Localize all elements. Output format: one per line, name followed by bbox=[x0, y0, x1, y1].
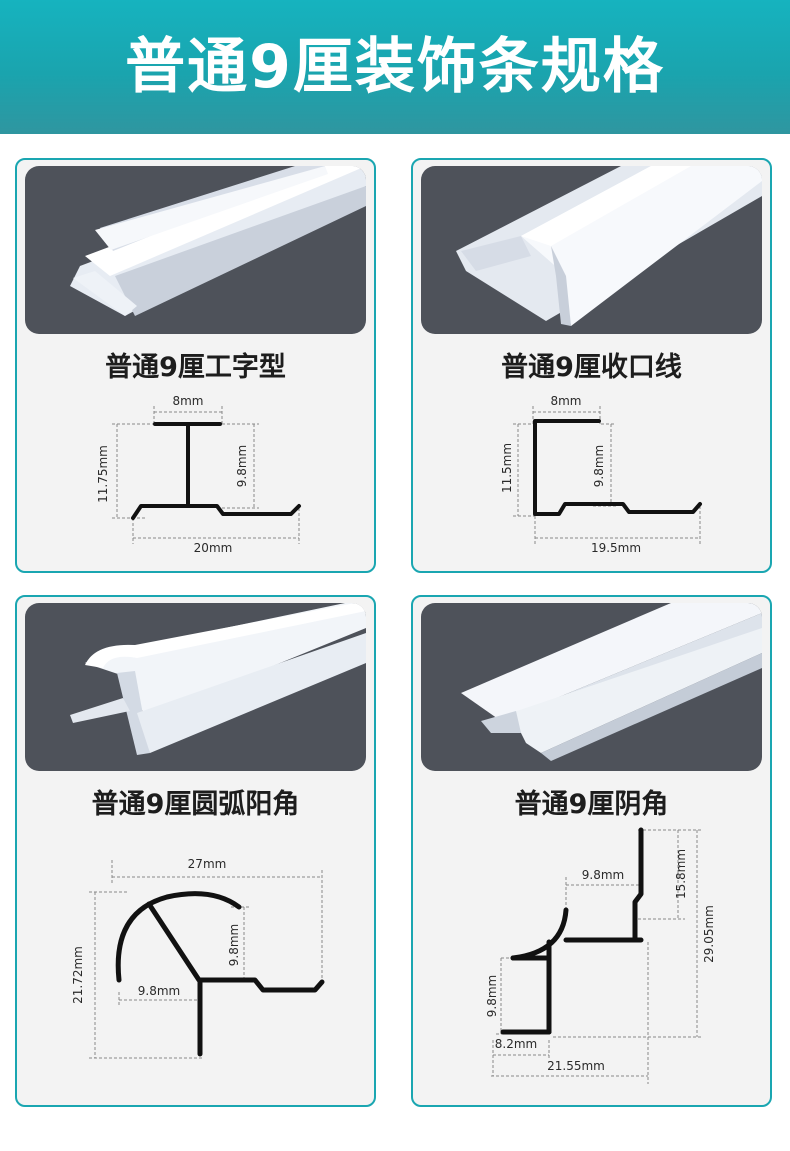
dim-total-width: 20mm bbox=[194, 541, 233, 555]
product-card-edge-trim: 普通9厘收口线 8mm 11.5mm 9.8mm 19.5mm bbox=[411, 158, 772, 573]
dim-top-width: 8mm bbox=[550, 394, 581, 408]
product-photo-round-outer-corner bbox=[25, 603, 366, 771]
cross-section-diagram: 27mm 21.72mm 9.8mm 9.8mm bbox=[71, 857, 325, 1059]
dim-lower-height: 9.8mm bbox=[485, 975, 499, 1017]
cross-section-diagram: 8mm 11.75mm 9.8mm 20mm bbox=[96, 394, 301, 555]
dim-inner-height: 9.8mm bbox=[227, 924, 241, 966]
dim-total-width: 19.5mm bbox=[591, 541, 641, 555]
product-card-i-beam: 普通9厘工字型 8mm 11.75mm 9.8mm 20mm bbox=[15, 158, 376, 573]
page-title: 普通9厘装饰条规格 bbox=[125, 32, 665, 102]
product-photo-inner-corner bbox=[421, 603, 762, 771]
dim-inner-height: 9.8mm bbox=[235, 445, 249, 487]
product-name: 普通9厘收口线 bbox=[501, 352, 682, 383]
dim-top-width: 9.8mm bbox=[582, 868, 624, 882]
dim-total-height: 29.05mm bbox=[702, 905, 716, 963]
dim-upper-height: 15.8mm bbox=[674, 849, 688, 899]
dim-base-width: 8.2mm bbox=[495, 1037, 537, 1051]
cross-section-diagram: 9.8mm 15.8mm 29.05mm 9.8mm 8.2mm 21.55mm bbox=[485, 827, 716, 1084]
product-photo-edge-trim bbox=[421, 166, 762, 334]
product-card-inner-corner: 普通9厘阴角 9.8mm 15.8mm 29.05 bbox=[411, 595, 772, 1107]
dim-height: 11.75mm bbox=[96, 445, 110, 503]
dim-total-width: 21.55mm bbox=[547, 1059, 605, 1073]
dim-top-width: 8mm bbox=[172, 394, 203, 408]
dim-inner-width: 9.8mm bbox=[138, 984, 180, 998]
product-name: 普通9厘阴角 bbox=[514, 789, 669, 820]
product-photo-i-beam bbox=[25, 166, 366, 334]
dim-height: 11.5mm bbox=[500, 443, 514, 493]
dim-height: 21.72mm bbox=[71, 946, 85, 1004]
product-name: 普通9厘工字型 bbox=[105, 352, 286, 383]
product-name: 普通9厘圆弧阳角 bbox=[91, 789, 300, 820]
header-banner: 普通9厘装饰条规格 bbox=[0, 0, 790, 134]
product-card-round-outer-corner: 普通9厘圆弧阳角 27mm 21.72mm 9.8mm 9.8mm bbox=[15, 595, 376, 1107]
dim-top-width: 27mm bbox=[188, 857, 227, 871]
cross-section-diagram: 8mm 11.5mm 9.8mm 19.5mm bbox=[500, 394, 702, 555]
dim-inner-height: 9.8mm bbox=[592, 445, 606, 487]
